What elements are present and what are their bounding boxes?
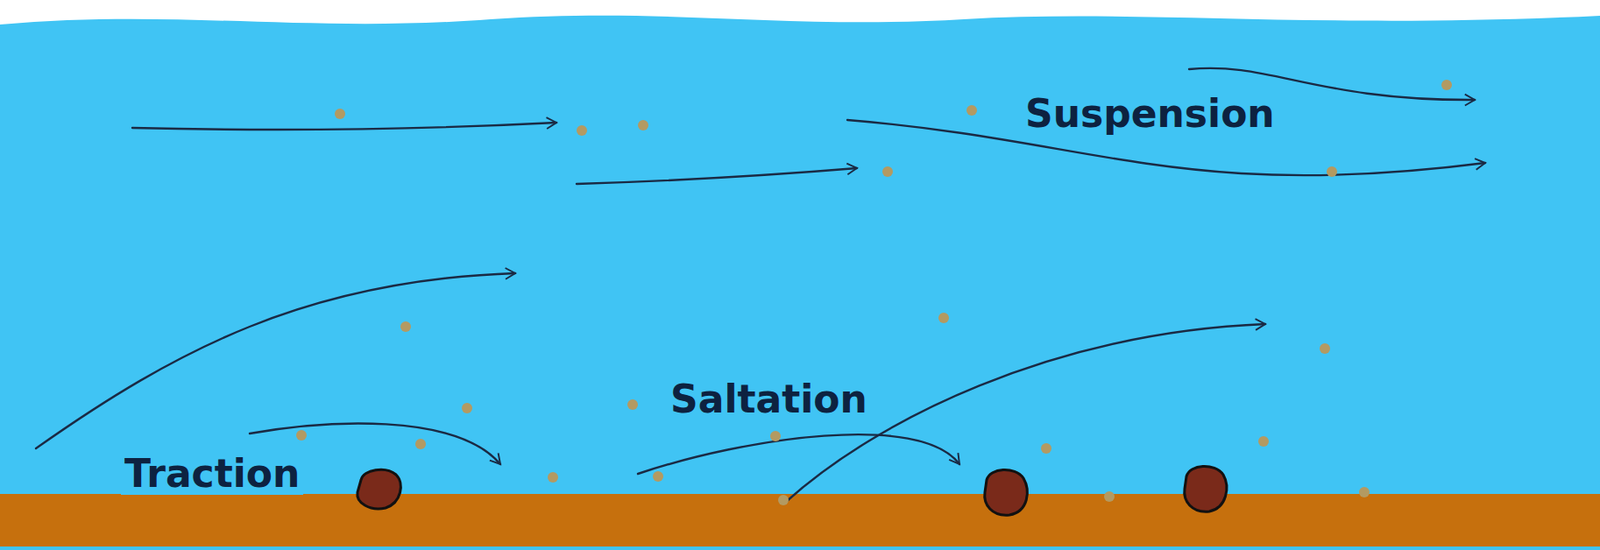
flow-arrow [35, 273, 516, 449]
saltation-arrow [637, 434, 960, 475]
sediment-grains [296, 79, 1452, 506]
flow-arrow [576, 168, 857, 185]
transport-label: Saltation [666, 378, 871, 421]
water [0, 15, 1600, 550]
river-bed [0, 494, 1600, 547]
flow-arrow [132, 122, 557, 130]
transport-label: Traction [120, 453, 304, 496]
boulders [357, 466, 1227, 516]
transport-label: Suspension [1021, 92, 1279, 135]
